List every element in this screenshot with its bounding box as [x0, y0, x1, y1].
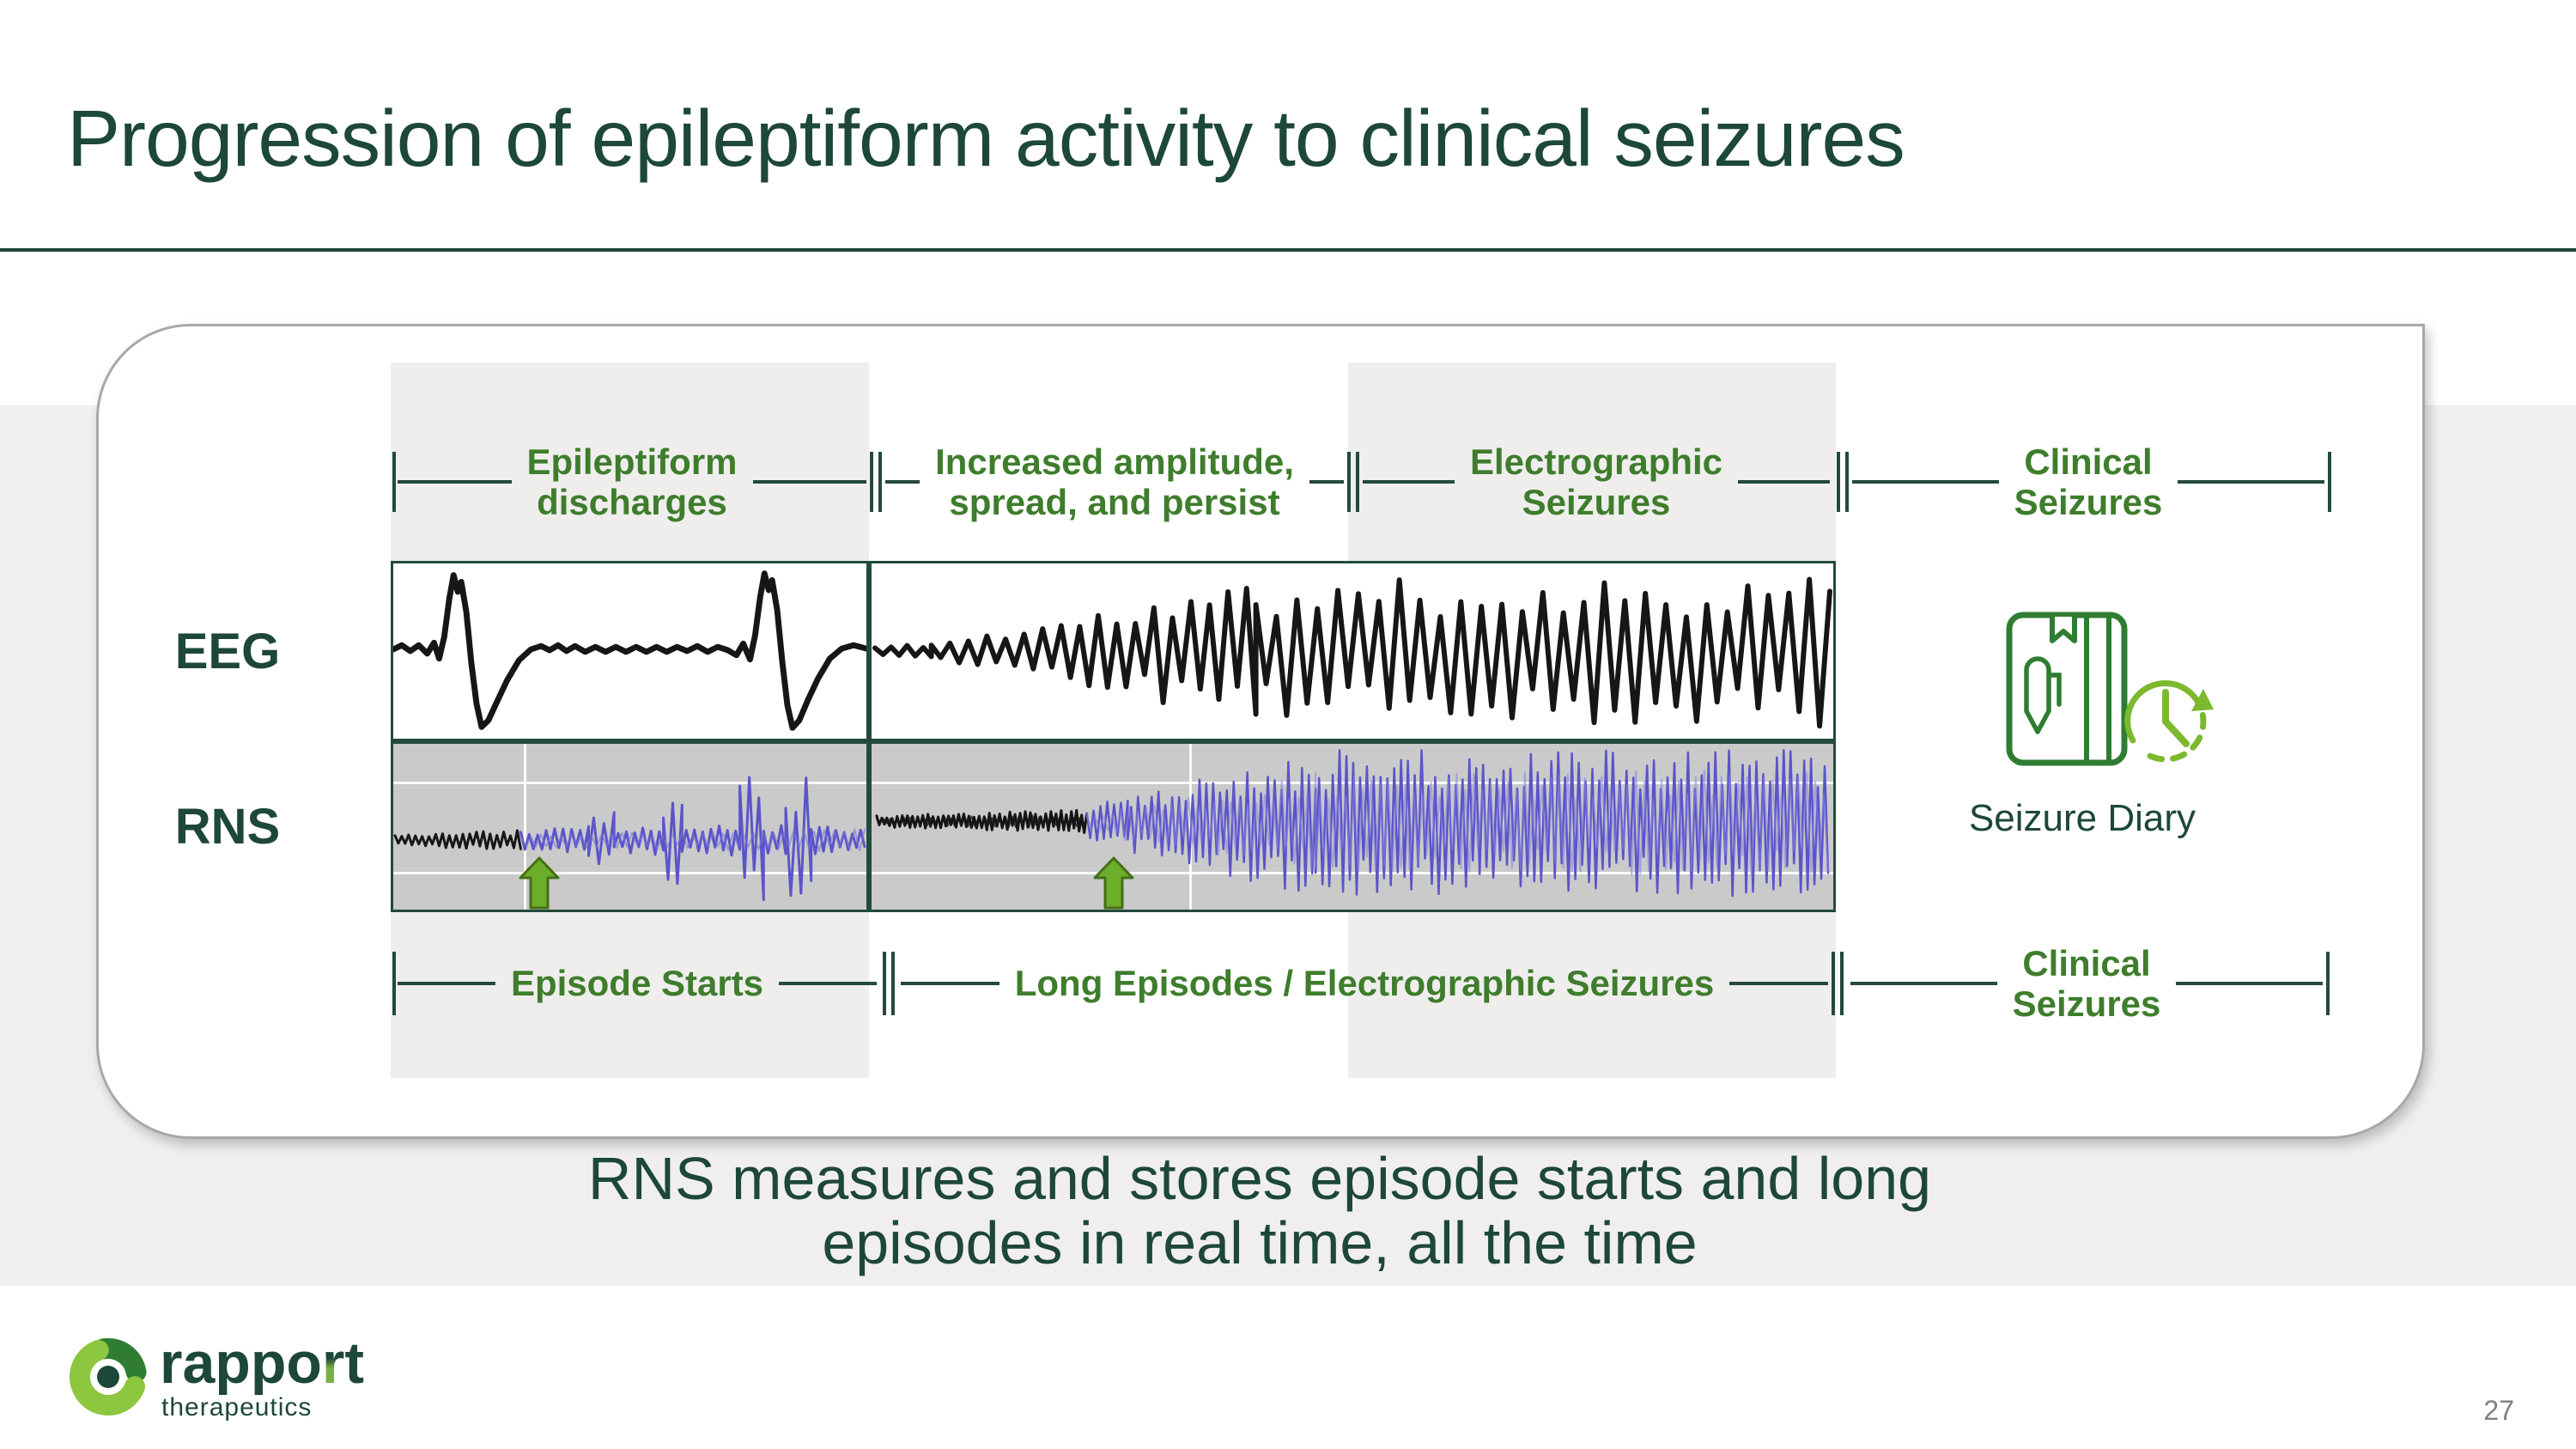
gridline [393, 782, 866, 784]
row-label-eeg: EEG [174, 623, 281, 679]
eeg-seizure-trace [872, 576, 1833, 729]
bracket-tick [2328, 452, 2331, 512]
bracket-line [752, 480, 867, 484]
phase-label-clinical-seizures: Clinical Seizures [2014, 441, 2163, 522]
wordmark-green-r: r [321, 1330, 345, 1396]
row-label-rns: RNS [174, 799, 281, 855]
bracket-tick [392, 452, 396, 512]
top-phase-bracket: Epileptiform discharges Increased amplit… [392, 441, 2331, 522]
phase-label-electrographic-seizures: Electrographic Seizures [1469, 441, 1723, 522]
bracket-tick [1840, 952, 1844, 1015]
bracket-line [779, 982, 877, 985]
bracket-line [398, 982, 495, 985]
seizure-diary-label: Seizure Diary [1968, 797, 2196, 839]
seizure-diary-icon [2001, 601, 2215, 773]
rns-seizure-trace [875, 749, 1830, 898]
bracket-section: Long Episodes / Electrographic Seizures [901, 952, 1828, 1015]
bracket-section: Epileptiform discharges [398, 441, 867, 522]
phase-label-clinical-seizures-bottom: Clinical Seizures [2012, 942, 2161, 1024]
bracket-line [1738, 480, 1830, 484]
pen-icon [2024, 656, 2051, 734]
bracket-tick [1845, 452, 1849, 512]
wordmark-part: t [344, 1330, 365, 1396]
bottom-phase-bracket: Episode Starts Long Episodes / Electrogr… [392, 943, 2330, 1024]
bracket-tick [392, 952, 396, 1015]
rapport-wordmark: rapport [160, 1330, 364, 1397]
bracket-line [2176, 982, 2324, 985]
phase-label-epileptiform-discharges: Epileptiform discharges [526, 441, 738, 522]
phase-label-long-episodes: Long Episodes / Electrographic Seizures [1014, 963, 1715, 1004]
bracket-line [901, 982, 999, 985]
wordmark-part: rappo [160, 1330, 322, 1396]
bracket-tick [883, 952, 886, 1015]
bracket-tick [1347, 452, 1351, 512]
phase-label-episode-starts: Episode Starts [510, 963, 764, 1004]
bracket-section: Increased amplitude, spread, and persist [885, 441, 1344, 522]
bracket-section: Episode Starts [398, 952, 877, 1015]
eeg-trace-box-seizure [869, 561, 1836, 741]
bracket-tick [891, 952, 895, 1015]
long-episode-arrow-icon [1093, 856, 1134, 910]
bracket-section: Electrographic Seizures [1363, 441, 1830, 522]
bracket-line [398, 480, 512, 484]
rapport-logo-icon [64, 1331, 154, 1426]
page-title: Progression of epileptiform activity to … [67, 94, 1905, 183]
bracket-tick [878, 452, 882, 512]
bracket-line [2178, 480, 2325, 484]
phase-label-increased-amplitude: Increased amplitude, spread, and persist [935, 441, 1294, 522]
eeg-spike-wave-trace [393, 570, 866, 731]
rns-trace-box-long-episode [869, 741, 1836, 912]
rns-trace-box-episode-start [391, 741, 869, 912]
bracket-tick [1837, 452, 1840, 512]
bracket-line [1852, 480, 1999, 484]
rapport-therapeutics-label: therapeutics [161, 1393, 313, 1422]
slide-caption: RNS measures and stores episode starts a… [587, 1145, 1932, 1276]
eeg-trace-box-discharges [391, 561, 869, 741]
gridline [872, 872, 1833, 874]
gridline [524, 744, 526, 910]
bracket-line [1363, 480, 1455, 484]
bracket-tick [1832, 952, 1835, 1015]
bracket-line [885, 480, 920, 484]
episode-start-arrow-icon [519, 856, 560, 910]
bracket-tick [2326, 952, 2330, 1015]
bookmark-icon [2050, 617, 2077, 643]
rns-episode-trace [393, 776, 866, 901]
bracket-line [1850, 982, 1997, 985]
title-divider [0, 248, 2576, 252]
page-number: 27 [2483, 1395, 2514, 1426]
gridline [393, 872, 866, 874]
bracket-section: Clinical Seizures [1852, 441, 2325, 522]
bracket-line [1729, 982, 1828, 985]
bracket-section: Clinical Seizures [1850, 943, 2324, 1024]
bracket-line [1309, 480, 1344, 484]
bracket-tick [1356, 452, 1359, 512]
bracket-tick [870, 452, 873, 512]
clock-icon [2124, 679, 2214, 763]
